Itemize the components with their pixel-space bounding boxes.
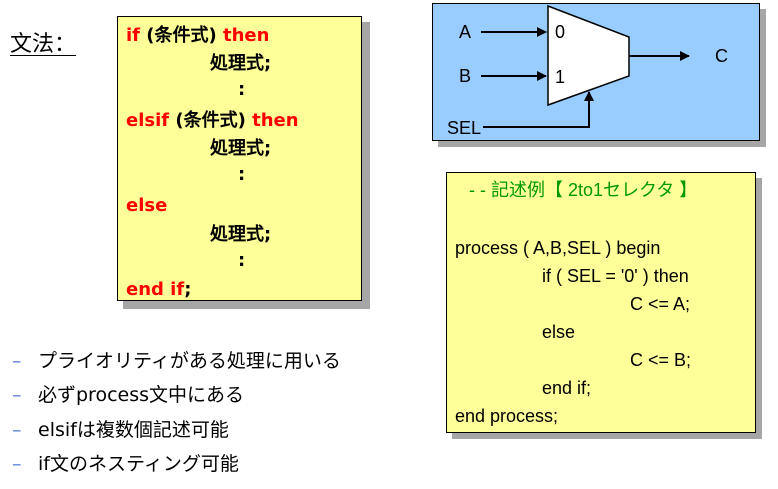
- syntax-statement: 処理式;: [210, 138, 272, 159]
- mux-port-0-label: 0: [555, 22, 565, 42]
- input-b-label: B: [459, 66, 471, 86]
- dash-marker: –: [12, 453, 22, 475]
- keyword-if: if: [126, 25, 141, 46]
- code-line: end if;: [542, 378, 592, 398]
- mux-svg: A B SEL C 0 1: [447, 4, 728, 138]
- bullet-item: –if文のネスティング可能: [12, 452, 239, 476]
- mux-diagram: A B SEL C 0 1: [432, 3, 760, 141]
- input-a-label: A: [459, 22, 471, 42]
- select-wire: [483, 91, 594, 128]
- keyword-then: then: [223, 25, 270, 46]
- bullet-text: elsifは複数個記述可能: [38, 419, 229, 441]
- bullet-item: –プライオリティがある処理に用いる: [12, 349, 341, 373]
- syntax-statement: 処理式;: [210, 224, 272, 245]
- bullet-item: –elsifは複数個記述可能: [12, 418, 229, 442]
- syntax-endif-line: end if;: [126, 279, 191, 301]
- code-comment: - - 記述例【 2to1セレクタ 】: [469, 180, 698, 200]
- condition-text: (条件式): [169, 110, 253, 131]
- bullet-text: 必ずprocess文中にある: [38, 384, 245, 406]
- bullet-text: プライオリティがある処理に用いる: [38, 350, 341, 372]
- syntax-ellipsis: :: [238, 164, 246, 185]
- keyword-elsif: elsif: [126, 110, 170, 131]
- bullet-item: –必ずprocess文中にある: [12, 383, 244, 407]
- dash-marker: –: [12, 350, 22, 372]
- code-line: else: [542, 322, 576, 342]
- code-example-box: - - 記述例【 2to1セレクタ 】 process ( A,B,SEL ) …: [446, 172, 756, 433]
- keyword-else: else: [126, 195, 168, 216]
- dash-marker: –: [12, 384, 22, 406]
- select-label: SEL: [447, 118, 481, 138]
- code-line: C <= A;: [630, 294, 691, 314]
- code-line: process ( A,B,SEL ) begin: [455, 238, 661, 258]
- output-c-label: C: [715, 46, 728, 66]
- dash-marker: –: [12, 419, 22, 441]
- syntax-ellipsis: :: [238, 250, 246, 271]
- keyword-end-if: end if: [126, 279, 185, 300]
- grammar-heading: 文法：: [10, 32, 77, 57]
- syntax-if-line: if (条件式) then: [126, 25, 269, 47]
- condition-text: (条件式): [140, 25, 224, 46]
- syntax-box: if (条件式) then 処理式; : elsif (条件式) then 処理…: [117, 16, 362, 301]
- bullet-text: if文のネスティング可能: [38, 453, 239, 475]
- mux-block: [547, 4, 630, 107]
- keyword-then: then: [252, 110, 299, 131]
- semicolon: ;: [184, 279, 192, 300]
- code-line: if ( SEL = '0' ) then: [542, 266, 689, 286]
- syntax-elsif-line: elsif (条件式) then: [126, 110, 299, 132]
- syntax-ellipsis: :: [238, 79, 246, 100]
- mux-port-1-label: 1: [555, 67, 565, 87]
- code-line: C <= B;: [630, 350, 692, 370]
- syntax-statement: 処理式;: [210, 53, 272, 74]
- code-line: end process;: [455, 406, 559, 426]
